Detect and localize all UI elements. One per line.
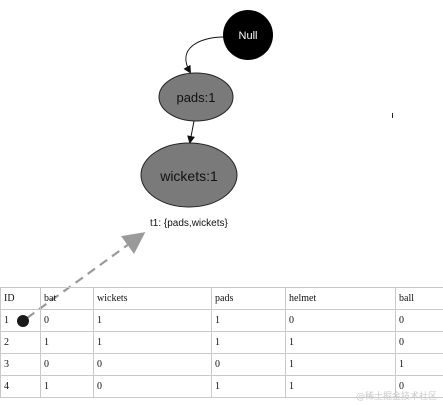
header-wickets: wickets: [93, 287, 212, 310]
table-header-row: ID bat wickets pads helmet ball: [0, 287, 443, 310]
table-cell: 1: [211, 375, 286, 398]
table-cell: 0: [395, 331, 443, 354]
table-cell: 0: [93, 375, 212, 398]
stray-mark: [392, 113, 393, 118]
transaction-table: ID bat wickets pads helmet ball 1 0 1 1 …: [0, 287, 443, 398]
header-pads: pads: [211, 287, 286, 310]
header-bat: bat: [40, 287, 94, 310]
transaction-label: t1: {pads,wickets}: [150, 218, 228, 229]
header-ball: ball: [395, 287, 443, 310]
table-cell: 3: [0, 353, 41, 376]
table-cell: 0: [93, 353, 212, 376]
table-row: 1 0 1 1 0 0: [0, 309, 443, 332]
table-cell: 1: [40, 375, 94, 398]
table-cell: 2: [0, 331, 41, 354]
table-row: 3 0 0 0 1 1: [0, 353, 443, 376]
header-id: ID: [0, 287, 41, 310]
table-row: 2 1 1 1 1 0: [0, 331, 443, 354]
table-cell: 0: [40, 353, 94, 376]
table-cell: 0: [285, 309, 396, 332]
table-cell: 1: [211, 331, 286, 354]
watermark: @稀土掘金技术社区: [355, 392, 437, 402]
node-wickets: wickets:1: [140, 142, 238, 208]
table-cell: 0: [395, 375, 443, 398]
table-cell: 1: [395, 353, 443, 376]
node-wickets-label: wickets:1: [159, 168, 218, 184]
table-cell: 1: [211, 309, 286, 332]
table-cell: 4: [0, 375, 41, 398]
table-cell: 1: [40, 331, 94, 354]
table-cell: 0: [211, 353, 286, 376]
table-cell: 1: [285, 331, 396, 354]
table-cell: 0: [40, 309, 94, 332]
table-cell: 0: [395, 309, 443, 332]
table-cell: 1: [93, 331, 212, 354]
edge-pads-to-wickets: [187, 120, 196, 144]
edge-null-to-pads: [183, 36, 225, 74]
node-pads-label: pads:1: [176, 90, 215, 105]
table-row: 4 1 0 1 1 0: [0, 375, 443, 398]
header-helmet: helmet: [285, 287, 396, 310]
node-null-label: Null: [239, 30, 258, 42]
table-cell: 1: [285, 353, 396, 376]
table-cell: 1: [93, 309, 212, 332]
row-marker-dot: [17, 315, 29, 327]
node-pads: pads:1: [158, 72, 234, 122]
node-null: Null: [223, 10, 273, 60]
